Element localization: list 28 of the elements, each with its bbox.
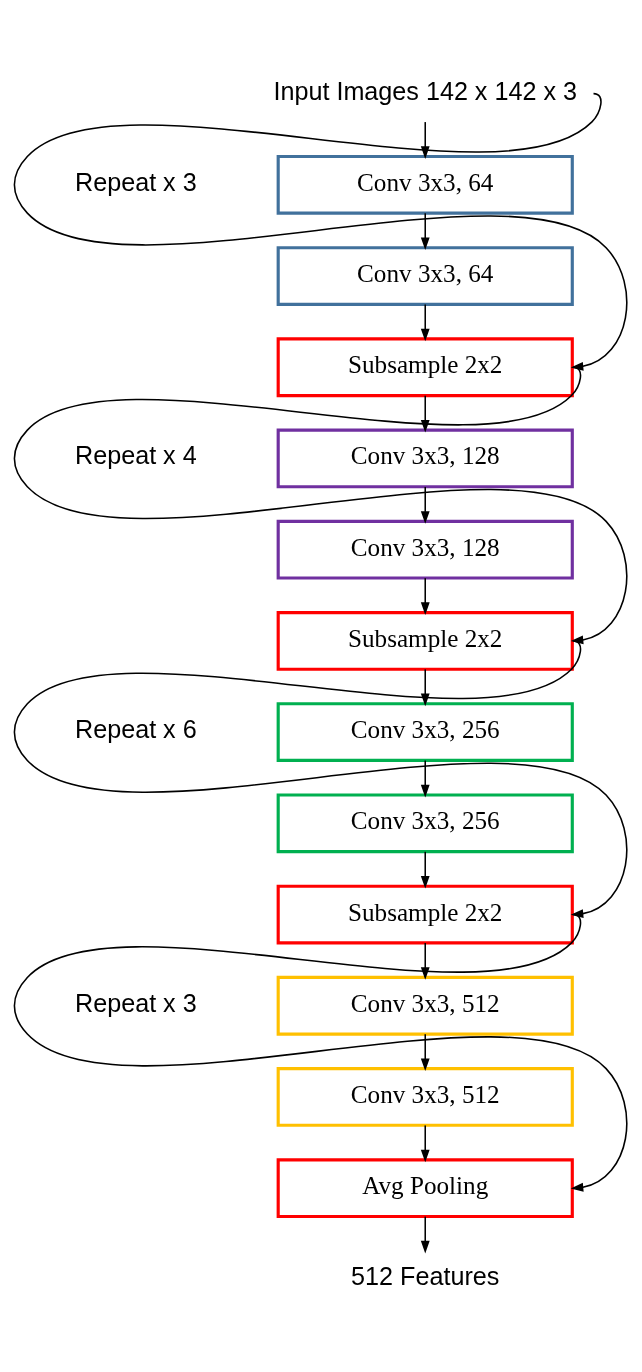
node-box: Conv 3x3, 128 [276,428,574,488]
arrow [420,759,430,797]
label: Repeat x 4 [75,440,197,469]
node-box: Conv 3x3, 512 [276,1066,574,1127]
arrow [13,913,628,1192]
arrow [420,1032,430,1071]
node-box: Subsample 2x2 [276,884,574,944]
node-text: 512 Features [351,1261,500,1290]
node-box: Subsample 2x2 [276,610,574,671]
label: Repeat x 6 [75,714,197,743]
arrow [420,485,430,524]
node-box: Conv 3x3, 256 [276,701,574,762]
node-box: Conv 3x3, 128 [276,519,574,580]
node-box: Conv 3x3, 256 [276,792,574,853]
node-text: Input Images 142 x 142 x 3 [273,76,577,105]
label: Repeat x 3 [75,988,197,1017]
arrow [420,1215,430,1253]
arrow [420,303,430,341]
arrow [420,1124,430,1162]
label: Repeat x 3 [75,167,197,196]
arrow [420,212,430,250]
node-box: Conv 3x3, 512 [276,975,574,1036]
arrow [420,850,430,889]
arrow [420,576,430,615]
node-box: Conv 3x3, 64 [276,245,574,306]
node-box: Subsample 2x2 [276,336,574,397]
node-box: Avg Pooling [276,1157,574,1218]
node-box: Conv 3x3, 64 [276,154,574,215]
